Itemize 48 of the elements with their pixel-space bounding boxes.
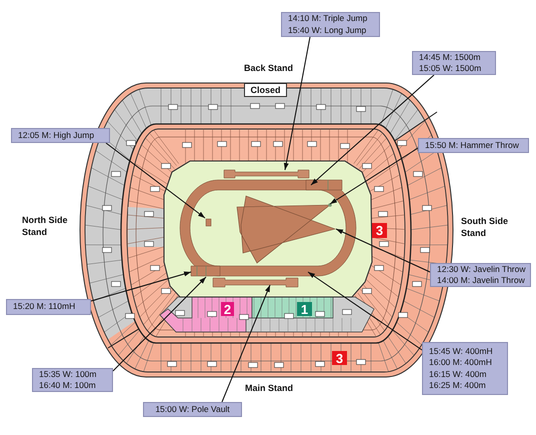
callout-box [32, 368, 113, 392]
leader-arrow [112, 276, 206, 372]
callout-box [430, 263, 531, 287]
schedule-text: 15:00 W: Pole Vault [155, 404, 230, 416]
leader-arrow [330, 148, 418, 204]
leader-arrow [310, 74, 434, 186]
schedule-text: 12:05 M: High Jump [18, 130, 94, 142]
section-number: 1 [300, 302, 308, 316]
schedule-text: 16:00 M: 400mH [429, 357, 492, 368]
schedule-text: 14:00 M: Javelin Throw [437, 275, 525, 286]
schedule-text: 15:45 W: 400mH [429, 346, 493, 357]
callout-box [418, 138, 529, 153]
schedule-text: 16:25 M: 400m [429, 380, 486, 392]
callout-box [143, 402, 242, 417]
schedule-text: 12:30 W: Javelin Throw [437, 264, 526, 275]
section-badge [297, 302, 312, 316]
leader-arrow [90, 272, 192, 302]
leader-arrow [106, 142, 206, 218]
schedule-text: 15:20 M: 110mH [13, 301, 76, 313]
callout-box [6, 299, 91, 315]
sign-text: Closed [250, 85, 280, 95]
stand-name: Main Stand [245, 382, 294, 394]
section-badge [332, 351, 347, 365]
section-number: 3 [376, 224, 384, 237]
schedule-text: 15:50 M: Hammer Throw [425, 140, 519, 152]
section-number: 3 [336, 352, 344, 364]
schedule-text: 15:05 W: 1500m [419, 63, 482, 74]
stand-name: South Side Stand [461, 215, 509, 239]
section-badge [221, 302, 234, 316]
section-badge [372, 223, 387, 238]
stand-name: North Side Stand [22, 214, 69, 238]
schedule-text: 14:10 M: Triple Jump [288, 13, 368, 24]
leader-arrow [308, 272, 422, 350]
schedule-text: 16:15 W: 400m [429, 368, 486, 380]
callout-box [412, 51, 496, 75]
leader-arrow [222, 284, 270, 402]
schedule-text: 16:40 M: 100m [39, 380, 96, 392]
stand-name: Back Stand [244, 62, 294, 74]
closed-sign [244, 83, 287, 97]
schedule-text: 14:45 M: 1500m [419, 52, 480, 63]
leader-arrow [284, 36, 310, 170]
callout-box [281, 12, 380, 37]
section-number: 2 [224, 302, 232, 316]
schedule-text: 15:40 W: Long Jump [288, 24, 366, 36]
schedule-text: 15:35 W: 100m [39, 368, 96, 380]
callout-box [11, 128, 110, 143]
callout-box [422, 342, 508, 395]
leader-arrow [336, 228, 430, 272]
